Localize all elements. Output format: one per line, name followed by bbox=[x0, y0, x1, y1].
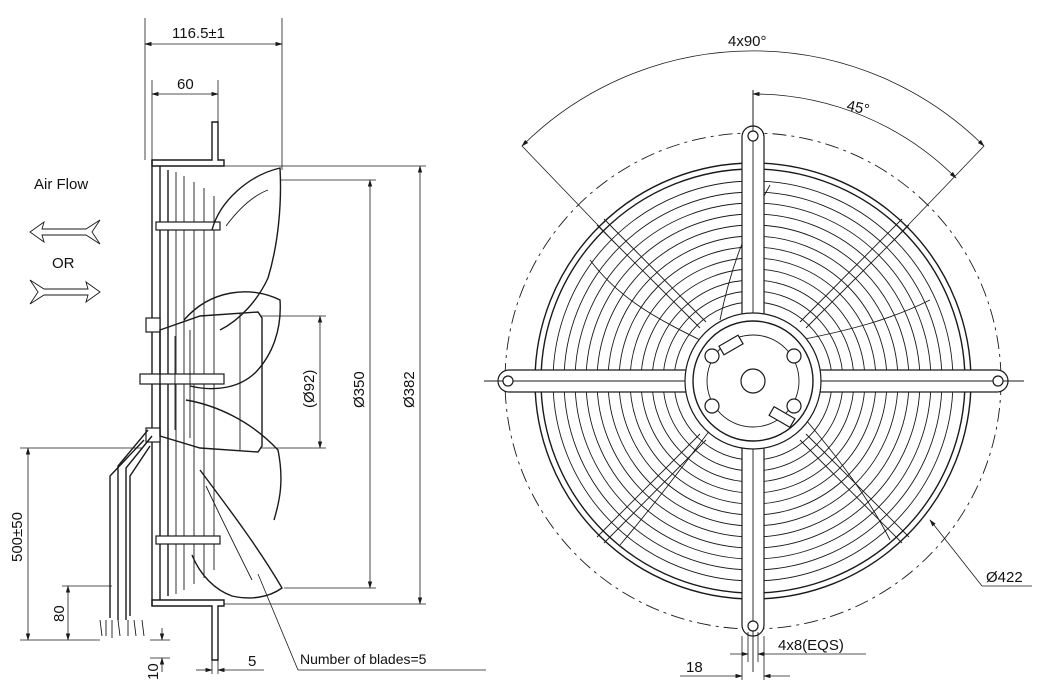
arrow-right-icon bbox=[29, 279, 101, 305]
dim-strip: 80 bbox=[51, 605, 68, 622]
dim-depth: 116.5±1 bbox=[172, 25, 225, 42]
or-label: OR bbox=[52, 255, 75, 272]
dim-hub: (Ø92) bbox=[301, 370, 318, 408]
blades-note: Number of blades=5 bbox=[300, 651, 427, 667]
dim-guard-depth: 60 bbox=[177, 76, 194, 93]
dim-impeller: Ø350 bbox=[351, 371, 368, 408]
dim-bracket: 5 bbox=[248, 653, 256, 670]
dim-cable: 500±50 bbox=[9, 512, 26, 562]
side-view: 116.5±1 60 Air Flow OR (Ø92) Ø350 Ø382 5… bbox=[9, 18, 486, 680]
dim-holes: 4x8(EQS) bbox=[778, 637, 844, 654]
dim-bolt-angle: 4x90° bbox=[728, 33, 767, 50]
dim-foot: 18 bbox=[686, 659, 703, 676]
dim-end: 10 bbox=[145, 663, 162, 680]
arrow-left-icon bbox=[29, 219, 101, 245]
dim-offset-angle: 45° bbox=[845, 97, 871, 118]
dim-bolt-circle: Ø422 bbox=[986, 569, 1023, 586]
front-view: 4x90° 45° Ø422 4x8(EQS) 18 bbox=[484, 33, 1032, 680]
dim-guard-outer: Ø382 bbox=[401, 371, 418, 408]
air-flow-label: Air Flow bbox=[34, 176, 88, 193]
